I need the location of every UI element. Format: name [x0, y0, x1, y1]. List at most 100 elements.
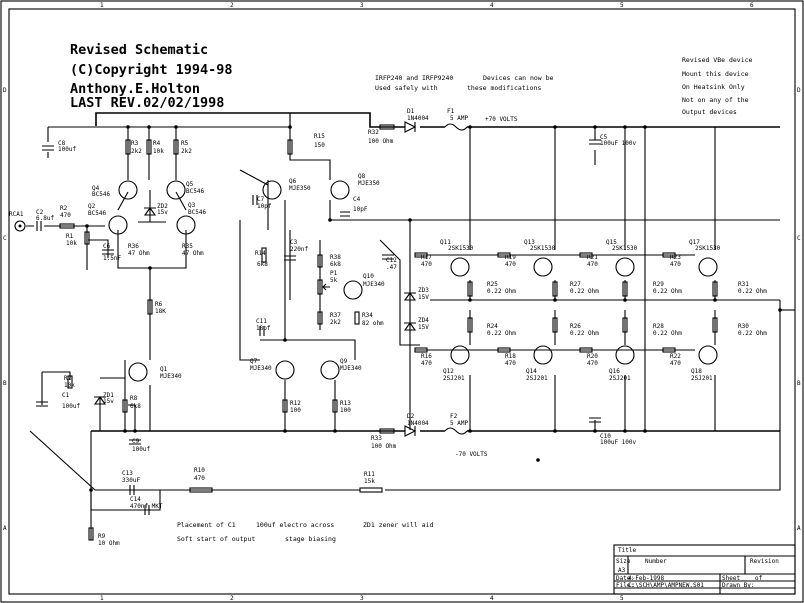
col-marker: 3	[360, 595, 364, 602]
label-d1: D1	[407, 108, 415, 115]
note-vbe-3: On Heatsink Only	[682, 83, 745, 91]
label-r38-val: 6k8	[330, 261, 341, 268]
label-r21: R21	[587, 254, 598, 261]
label-q17: Q17	[689, 239, 700, 246]
label-r35-val: 47 Ohm	[182, 250, 204, 257]
label-r32: R32	[368, 129, 379, 136]
tb-number: Number	[645, 558, 667, 565]
label-r16: R16	[421, 353, 432, 360]
fuse-symbols	[444, 123, 468, 435]
label-c8-val: 100uf	[58, 146, 76, 153]
q18-symbol	[698, 345, 718, 365]
label-r20-val: 470	[587, 360, 598, 367]
label-r11-val: 15k	[364, 478, 375, 485]
tb-size: Size	[616, 558, 631, 565]
label-r14-val: 6k8	[257, 261, 268, 268]
label-q10: Q10	[363, 273, 374, 280]
label-r19-val: 470	[505, 261, 516, 268]
label-c2: C2	[36, 209, 44, 216]
tb-size-val: A3	[618, 567, 626, 574]
label-q11-val: 2SK1530	[448, 245, 474, 252]
label-c14: C14	[130, 496, 141, 503]
label-r29: R29	[653, 281, 664, 288]
col-marker: 2	[230, 595, 234, 602]
tb-of: of	[755, 575, 763, 582]
label-r4-val: 10k	[153, 148, 164, 155]
label-r17: R17	[421, 254, 432, 261]
label-c9-val: 100uf	[132, 446, 150, 453]
label-r4: R4	[153, 140, 161, 147]
label-c2-val: 6.8uf	[36, 215, 54, 222]
label-r1-val: 10k	[66, 240, 77, 247]
label-c1: C1	[62, 392, 70, 399]
label-q8-val: MJE350	[358, 180, 380, 187]
tb-date: Date:	[616, 575, 634, 582]
label-r9-val: 10 Ohm	[98, 540, 120, 547]
row-marker: A	[3, 525, 7, 532]
title-block: Title Size A3 Number Revision Date: 4-Fe…	[613, 544, 796, 595]
label-r28-val: 0.22 Ohm	[653, 330, 682, 337]
diode-symbols	[93, 121, 417, 437]
label-r3-val: 2k2	[131, 148, 142, 155]
label-r5-val: 2k2	[181, 148, 192, 155]
rail-labels: D1 1N4004 F1 5 AMP +70 VOLTS D2 1N4004 F…	[407, 108, 518, 458]
label-r26: R26	[570, 323, 581, 330]
label-r9: R9	[98, 533, 106, 540]
label-r13: R13	[340, 400, 351, 407]
label-r10: R10	[194, 467, 205, 474]
note-devices-a: Devices can now be	[483, 74, 554, 82]
label-c1-val: 100uf	[62, 403, 80, 410]
label-c12-val: .47	[386, 264, 397, 271]
label-r36-val: 47 Ohm	[128, 250, 150, 257]
tb-file: File:	[616, 582, 634, 589]
label-r2: R2	[60, 205, 68, 212]
col-marker: 6	[750, 2, 754, 9]
row-marker: C	[797, 235, 801, 242]
component-labels: RCA1 C2 6.8uf R2 470 R1 10k C6 1.5nF Q2 …	[9, 129, 767, 547]
note-vbe-4: Not on any of the	[682, 96, 749, 104]
label-r35: R35	[182, 243, 193, 250]
label-c3: C3	[290, 239, 298, 246]
label-f1: F1	[447, 108, 455, 115]
label-r16-val: 470	[421, 360, 432, 367]
label-q5: Q5	[186, 181, 194, 188]
label-q9: Q9	[340, 358, 348, 365]
label-r20: R20	[587, 353, 598, 360]
q13-symbol	[533, 257, 553, 277]
label-q16: Q16	[609, 368, 620, 375]
label-p1: P1	[330, 270, 338, 277]
label-r18-val: 470	[505, 360, 516, 367]
label-q18: Q18	[691, 368, 702, 375]
label-r23: R23	[670, 254, 681, 261]
label-c11: C11	[256, 318, 267, 325]
q1-symbol	[128, 362, 148, 382]
label-r29-val: 0.22 Ohm	[653, 288, 682, 295]
label-r36: R36	[128, 243, 139, 250]
label-r5: R5	[181, 140, 189, 147]
label-c13-val: 330uF	[122, 477, 140, 484]
label-q2: Q2	[88, 203, 96, 210]
junctions	[85, 125, 782, 492]
label-c4: C4	[353, 196, 361, 203]
label-r26-val: 0.22 Ohm	[570, 330, 599, 337]
q8-symbol	[330, 180, 350, 200]
label-zd1-val: 15v	[103, 398, 114, 405]
label-r6: R6	[155, 301, 163, 308]
q3-symbol	[176, 215, 196, 235]
label-r24-val: 0.22 Ohm	[487, 330, 516, 337]
label-c4-val: 10pF	[353, 206, 368, 213]
col-marker: 2	[230, 2, 234, 9]
q2-symbol	[108, 215, 128, 235]
label-q7-val: MJE340	[250, 365, 272, 372]
label-r18: R18	[505, 353, 516, 360]
rca-connector-icon	[14, 220, 26, 232]
inner-frame	[8, 8, 796, 595]
label-r32-val: 100 Ohm	[368, 138, 394, 145]
q10-symbol	[343, 280, 363, 300]
label-c3-val: 220nf	[290, 246, 308, 253]
tb-title: Title	[618, 547, 636, 554]
label-q17-val: 2SK1530	[695, 245, 721, 252]
label-r31: R31	[738, 281, 749, 288]
label-c10-val: 100uF 100v	[600, 439, 637, 446]
